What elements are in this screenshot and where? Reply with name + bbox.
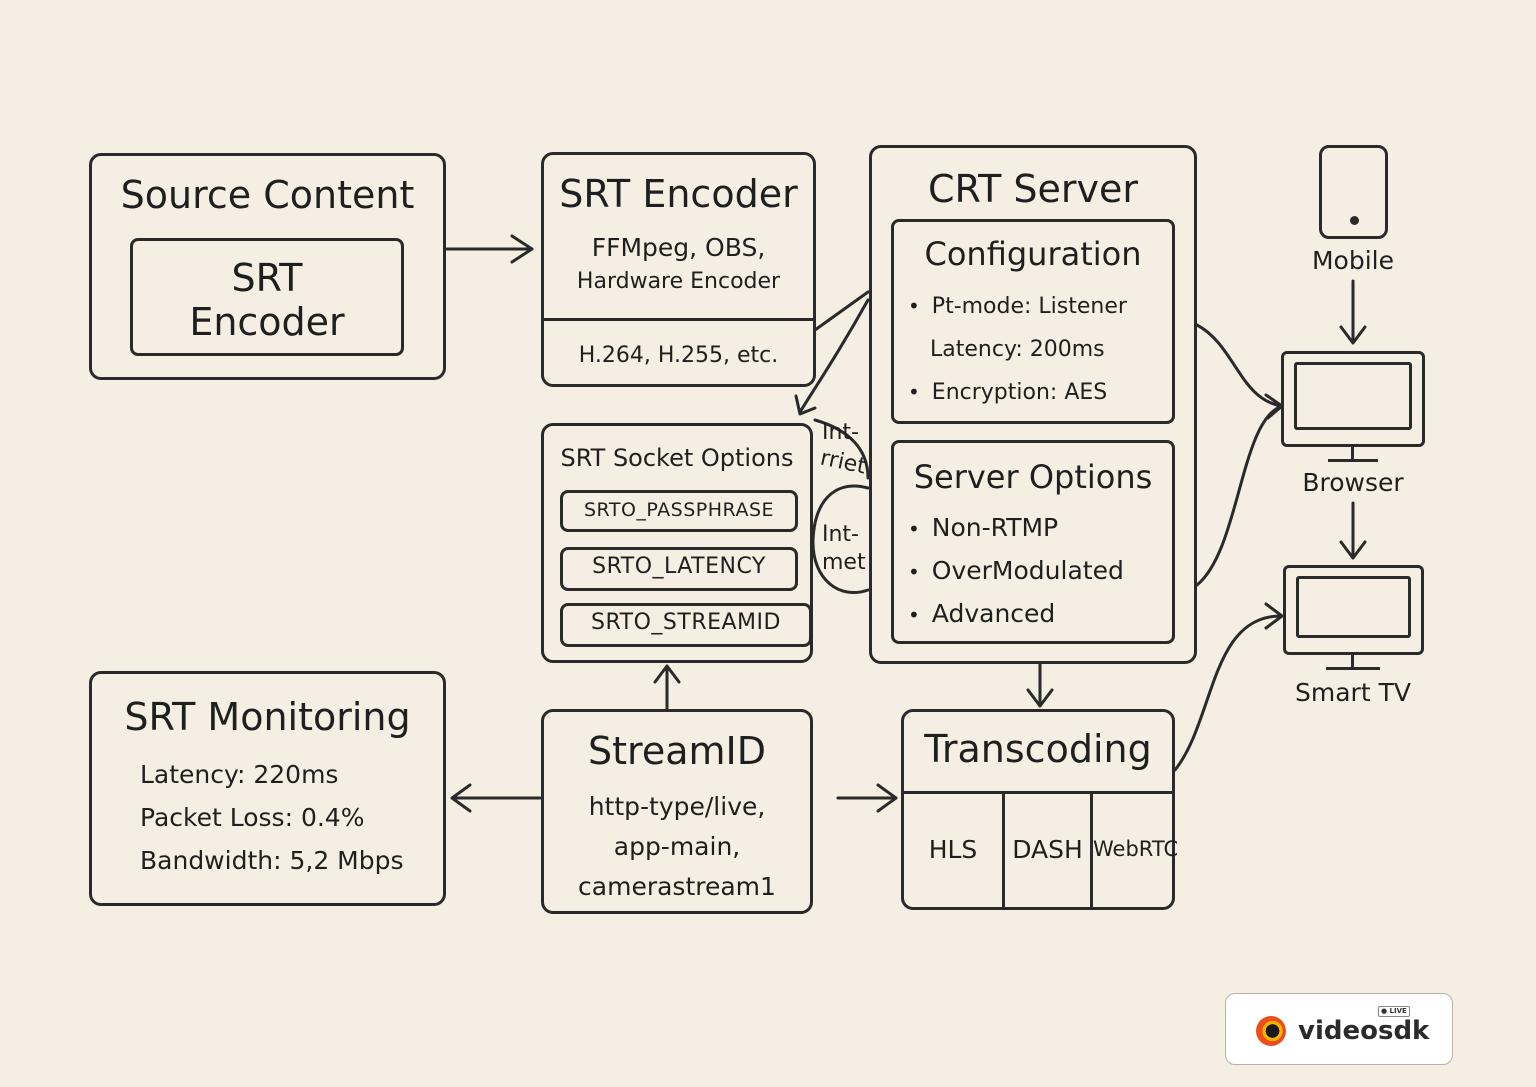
side-label-lower-1: Int- (822, 522, 859, 547)
config-encryption: Encryption: AES (908, 382, 1107, 404)
source-content-title: Source Content (120, 173, 415, 217)
arrow-source-to-encoder (445, 234, 534, 264)
transcoding-col-divider-1 (1002, 791, 1005, 907)
mobile-home-dot (1350, 216, 1359, 225)
server-option-non-rtmp: Non-RTMP (908, 515, 1058, 540)
config-latency: Latency: 200ms (930, 337, 1105, 362)
smart-tv-icon (1283, 565, 1424, 655)
configuration-title: Configuration (924, 235, 1142, 273)
browser-stand (1351, 447, 1354, 459)
monitoring-latency: Latency: 220ms (140, 760, 339, 789)
config-mode: Pt-mode: Listener (908, 296, 1127, 318)
browser-label: Browser (1302, 468, 1404, 497)
arrow-server-to-browser (1195, 323, 1284, 420)
format-hls: HLS (928, 835, 978, 864)
arrow-streamid-to-monitoring (450, 783, 542, 813)
option-latency: SRTO_LATENCY (560, 547, 798, 591)
arrow-mobile-to-browser (1339, 279, 1367, 345)
browser-base (1328, 459, 1378, 462)
transcoding-title: Transcoding (924, 727, 1152, 771)
server-options-title: Server Options (913, 458, 1153, 496)
arrow-browser-to-tv (1339, 501, 1367, 560)
transcoding-divider (904, 791, 1172, 794)
transcoding-box: Transcoding HLS DASH WebRTC (901, 709, 1179, 910)
mobile-phone-icon (1319, 145, 1388, 239)
videosdk-logo-text: videosdk (1298, 1016, 1430, 1046)
srt-monitoring-box: SRT Monitoring Latency: 220ms Packet Los… (89, 671, 446, 906)
option-streamid: SRTO_STREAMID (560, 603, 812, 647)
format-webrtc: WebRTC (1093, 837, 1179, 861)
streamid-title: StreamID (588, 729, 766, 773)
srt-encoder-tools-line2: Hardware Encoder (576, 269, 781, 294)
server-option-overmodulated: OverModulated (908, 558, 1124, 583)
transcoding-col-divider-2 (1090, 791, 1093, 907)
arrow-server-to-socket-options (794, 298, 870, 416)
option-passphrase: SRTO_PASSPHRASE (560, 490, 798, 532)
configuration-box: Configuration Pt-mode: Listener Latency:… (891, 219, 1175, 424)
server-option-advanced: Advanced (908, 601, 1056, 626)
socket-options-title: SRT Socket Options (560, 444, 794, 472)
loop-upper (813, 418, 870, 480)
srt-encoder-box: SRT Encoder FFMpeg, OBS, Hardware Encode… (541, 152, 816, 387)
streamid-line3: camerastream1 (578, 872, 776, 901)
arrow-transcoding-to-tv (1173, 602, 1284, 772)
streamid-line1: http-type/live, (588, 792, 766, 821)
arrow-encoder-to-server (813, 290, 870, 332)
videosdk-logo-icon (1256, 1016, 1286, 1046)
loop-lower (811, 484, 870, 595)
streamid-line2: app-main, (613, 832, 741, 861)
mobile-label: Mobile (1311, 246, 1394, 275)
side-label-upper-1: Int- (822, 420, 859, 445)
format-dash: DASH (1012, 835, 1083, 864)
srt-encoder-codecs: H.264, H.255, etc. (578, 343, 779, 368)
srt-encoder-divider (544, 318, 813, 321)
srt-encoder-tools-line1: FFMpeg, OBS, (591, 233, 766, 262)
crt-server-title: CRT Server (927, 167, 1139, 211)
streamid-box: StreamID http-type/live, app-main, camer… (541, 709, 813, 914)
videosdk-logo-card: videosdk ● LIVE (1225, 993, 1453, 1065)
arrow-server-to-transcoding (1026, 662, 1054, 708)
tv-screen (1296, 576, 1411, 638)
srt-encoder-inner-label: SRT Encoder (189, 256, 345, 344)
arrow-streamid-to-transcoding (836, 783, 898, 813)
tv-base (1326, 667, 1380, 670)
srt-socket-options-box: SRT Socket Options SRTO_PASSPHRASE SRTO_… (541, 423, 813, 663)
arrow-server-options-to-browser (1195, 404, 1284, 587)
live-badge: ● LIVE (1378, 1006, 1410, 1017)
monitoring-bandwidth: Bandwidth: 5,2 Mbps (140, 846, 404, 875)
tv-stand (1351, 655, 1354, 667)
smart-tv-label: Smart TV (1295, 678, 1411, 707)
browser-monitor-icon (1281, 351, 1425, 447)
arrow-streamid-to-socket (653, 664, 681, 710)
source-content-box: Source Content SRT Encoder (89, 153, 446, 380)
srt-encoder-inner-box: SRT Encoder (130, 238, 404, 356)
monitoring-title: SRT Monitoring (124, 695, 411, 739)
crt-server-box: CRT Server Configuration Pt-mode: Listen… (869, 145, 1197, 664)
monitoring-packet-loss: Packet Loss: 0.4% (140, 803, 365, 832)
server-options-box: Server Options Non-RTMP OverModulated Ad… (891, 440, 1175, 644)
srt-encoder-title: SRT Encoder (559, 172, 798, 216)
browser-screen (1294, 362, 1412, 430)
side-label-lower-2: met (822, 550, 866, 575)
